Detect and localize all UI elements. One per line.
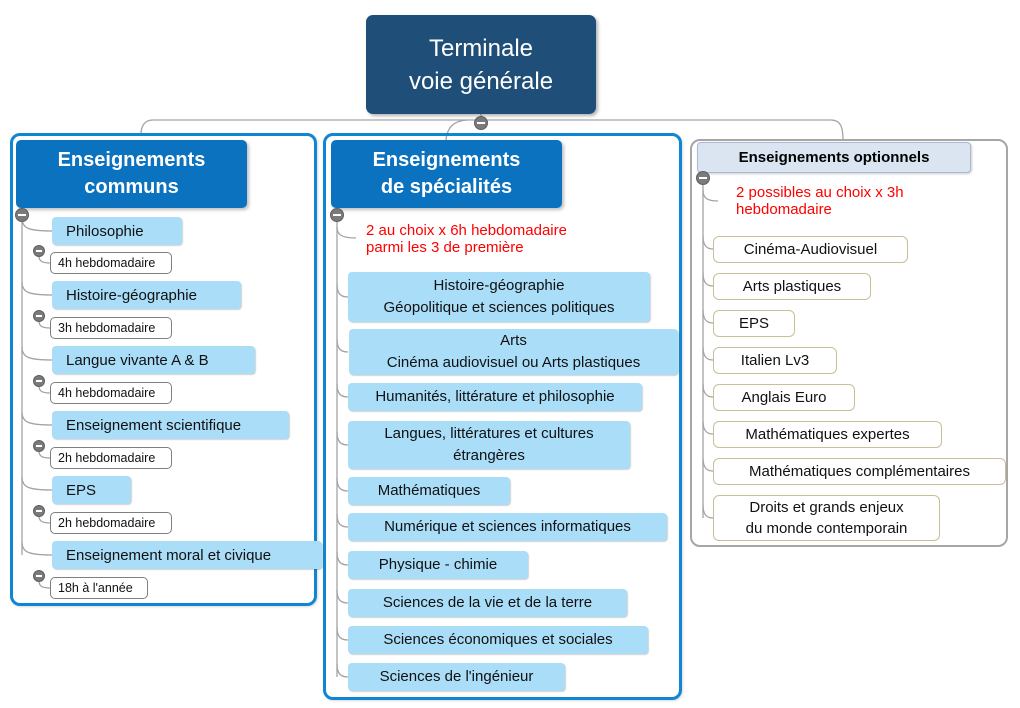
subject-node[interactable]: Enseignement scientifique	[52, 411, 289, 439]
collapse-icon[interactable]	[33, 245, 45, 257]
branch-container-optionnels	[690, 139, 1008, 547]
hours-node[interactable]: 2h hebdomadaire	[50, 512, 172, 534]
branch-container-communs	[10, 133, 317, 606]
optional-node[interactable]: Arts plastiques	[713, 273, 871, 300]
subject-node[interactable]: Sciences de la vie et de la terre	[348, 589, 627, 617]
subject-node[interactable]: Enseignement moral et civique	[52, 541, 322, 569]
optional-node[interactable]: Mathématiques expertes	[713, 421, 942, 448]
hours-node[interactable]: 18h à l'année	[50, 577, 148, 599]
optional-node[interactable]: Italien Lv3	[713, 347, 837, 374]
collapse-icon[interactable]	[33, 310, 45, 322]
subject-node[interactable]: Mathématiques	[348, 477, 510, 505]
optional-node[interactable]: Mathématiques complémentaires	[713, 458, 1006, 485]
collapse-icon[interactable]	[33, 505, 45, 517]
collapse-icon-communs[interactable]	[15, 208, 29, 222]
note-optionnels[interactable]: 2 possibles au choix x 3h hebdomadaire	[736, 184, 904, 218]
collapse-icon-root[interactable]	[474, 116, 488, 130]
optional-node[interactable]: Cinéma-Audiovisuel	[713, 236, 908, 263]
collapse-icon[interactable]	[33, 440, 45, 452]
subject-node[interactable]: Langue vivante A & B	[52, 346, 255, 374]
hours-node[interactable]: 3h hebdomadaire	[50, 317, 172, 339]
optional-node[interactable]: EPS	[713, 310, 795, 337]
subject-node[interactable]: Sciences économiques et sociales	[348, 626, 648, 654]
branch-header-communs[interactable]: Enseignements communs	[16, 140, 247, 208]
subject-node[interactable]: Humanités, littérature et philosophie	[348, 383, 642, 411]
hours-node[interactable]: 4h hebdomadaire	[50, 252, 172, 274]
optional-node[interactable]: Anglais Euro	[713, 384, 855, 411]
subject-node[interactable]: Histoire-géographie	[52, 281, 241, 309]
root-node[interactable]: Terminale voie générale	[366, 15, 596, 114]
collapse-icon-specialites[interactable]	[330, 208, 344, 222]
subject-node[interactable]: Histoire-géographie Géopolitique et scie…	[348, 272, 650, 322]
branch-header-optionnels[interactable]: Enseignements optionnels	[697, 142, 971, 173]
collapse-icon[interactable]	[33, 570, 45, 582]
collapse-icon-optionnels[interactable]	[696, 171, 710, 185]
subject-node[interactable]: Langues, littératures et cultures étrang…	[348, 421, 630, 469]
subject-node[interactable]: EPS	[52, 476, 131, 504]
branch-container-specialites	[323, 133, 682, 700]
subject-node[interactable]: Philosophie	[52, 217, 182, 245]
hours-node[interactable]: 4h hebdomadaire	[50, 382, 172, 404]
hours-node[interactable]: 2h hebdomadaire	[50, 447, 172, 469]
subject-node[interactable]: Numérique et sciences informatiques	[348, 513, 667, 541]
optional-node[interactable]: Droits et grands enjeux du monde contemp…	[713, 495, 940, 541]
subject-node[interactable]: Sciences de l'ingénieur	[348, 663, 565, 691]
branch-header-specialites[interactable]: Enseignements de spécialités	[331, 140, 562, 208]
collapse-icon[interactable]	[33, 375, 45, 387]
note-specialites[interactable]: 2 au choix x 6h hebdomadaire parmi les 3…	[366, 222, 567, 256]
subject-node[interactable]: Arts Cinéma audiovisuel ou Arts plastiqu…	[349, 329, 678, 375]
subject-node[interactable]: Physique - chimie	[348, 551, 528, 579]
